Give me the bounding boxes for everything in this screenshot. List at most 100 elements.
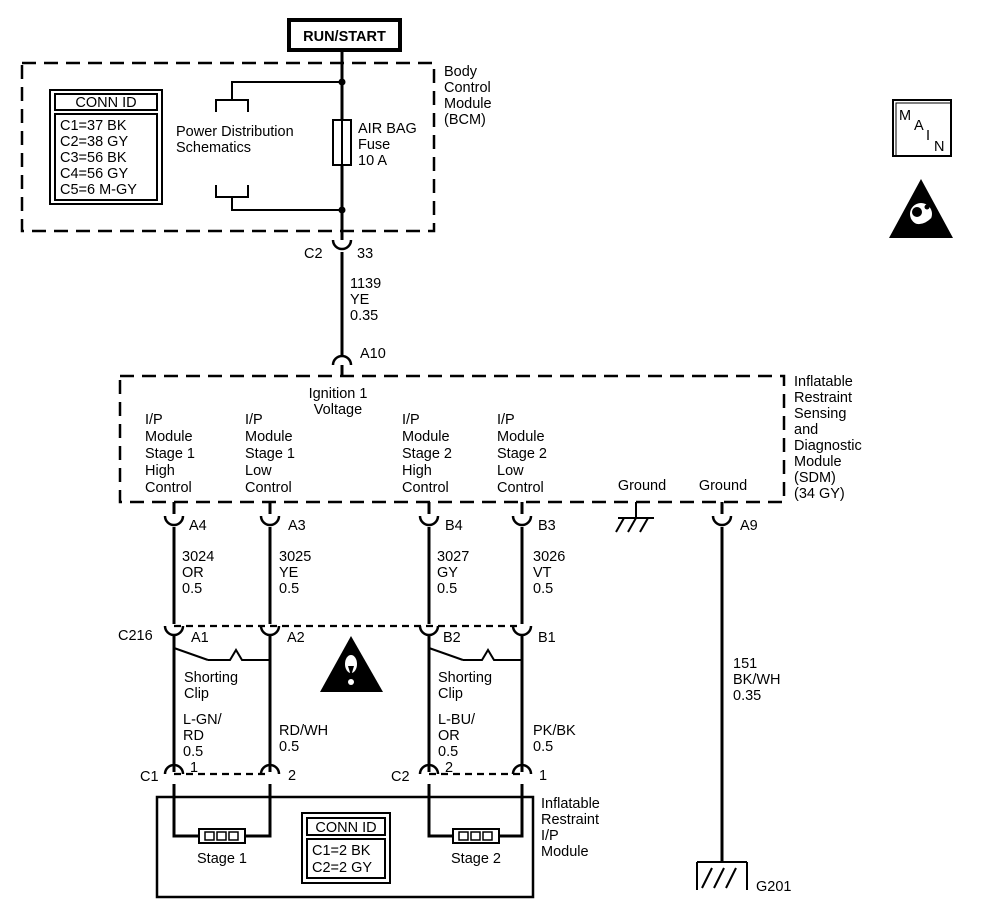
wire-label-line: L-BU/ [438,712,476,728]
fuse-label: Fuse [358,137,390,153]
sdm-name-line: Diagnostic [794,438,862,454]
circuit-label-line: I/P [497,412,515,428]
bcm-conn-line: C4=56 GY [60,166,128,182]
sdm-pin-label: B3 [538,518,556,534]
ground-label: Ground [618,478,666,494]
circuit-label-line: Module [145,429,193,445]
wire-label-line: 0.5 [437,581,457,597]
circuit-label-line: Stage 2 [402,446,452,462]
ip-module-name-line: Module [541,844,589,860]
wire-label-line: OR [182,565,204,581]
sdm-internal-ground: Ground [615,478,666,533]
airbag-warning-icon [889,179,953,238]
module-connector-c2: C2 2 1 [391,760,547,785]
stage-label: Stage 1 [197,851,247,867]
power-dist-label: Schematics [176,140,251,156]
sdm-name-line: and [794,422,818,438]
module-pin-label: 2 [288,768,296,784]
sdm-box [118,374,786,504]
sdm-ground-a9: Ground A9 151 BK/WH 0.35 [699,478,781,862]
run-start-source: RUN/START [287,18,402,52]
c216-pin-label: A2 [287,630,305,646]
wire-label-line: 3026 [533,549,565,565]
module-connector-label: C2 [391,769,410,785]
circuit-label-line: Stage 1 [145,446,195,462]
ip-conn-line: C1=2 BK [312,843,371,859]
wire-label-line: 3024 [182,549,214,565]
main-icon-letter: M [899,108,911,124]
circuit-label-line: Low [245,463,272,479]
bcm-connector-pin: 33 [357,246,373,262]
wire-label-line: 0.5 [279,581,299,597]
fuse-label: AIR BAG [358,121,417,137]
bcm-conn-line: C3=56 BK [60,150,127,166]
bcm-name-line: Control [444,80,491,96]
bcm-connector-name: C2 [304,246,323,262]
ip-module-conn-id-table: CONN ID C1=2 BK C2=2 GY [301,812,391,884]
stage-label: Stage 2 [451,851,501,867]
bcm-name-line: Body [444,64,478,80]
ip-module-name-line: Restraint [541,812,599,828]
sdm-connector-a10: A10 [331,346,386,376]
power-dist-label: Power Distribution [176,124,294,140]
circuit-label-line: I/P [245,412,263,428]
ip-module-box [155,795,535,899]
bcm-name-line: (BCM) [444,112,486,128]
sdm-pin-label: A9 [740,518,758,534]
bcm-conn-line: C1=37 BK [60,118,127,134]
bcm-name-line: Module [444,96,492,112]
ip-module-name: Inflatable Restraint I/P Module [541,796,600,860]
circuit-label-line: Control [245,480,292,496]
sdm-name-line: (SDM) [794,470,836,486]
wire-label-line: 0.35 [350,308,378,324]
module-wires [172,636,524,772]
wire-label-line: 1139 [350,276,381,292]
wire-label-line: 0.5 [533,739,553,755]
module-pin-label: 2 [445,760,453,776]
circuit-label-line: I/P [402,412,420,428]
wire-label-line: 3027 [437,549,469,565]
circuit-label-line: Stage 2 [497,446,547,462]
sdm-name-line: Inflatable [794,374,853,390]
main-icon-letter: N [934,139,944,155]
wire-label-line: 151 [733,656,757,672]
wire-label-line: YE [350,292,370,308]
ip-conn-title: CONN ID [315,820,376,836]
c216-pin-label: B1 [538,630,556,646]
bcm-conn-line: C2=38 GY [60,134,128,150]
sdm-name-line: Sensing [794,406,846,422]
sdm-pin-label: A3 [288,518,306,534]
sdm-circuit-b3: I/P Module Stage 2 Low Control B3 3026 V… [497,412,565,624]
ground-g201: G201 [696,861,791,895]
stage2-deployment-loop: Stage 2 [427,784,524,867]
c216-pin-label: B2 [443,630,461,646]
ip-module-name-line: Inflatable [541,796,600,812]
shorting-clip-label: Shorting [438,670,492,686]
sdm-pin-label: A4 [189,518,207,534]
circuit-label-line: I/P [145,412,163,428]
main-icon: M A I N [892,99,952,157]
module-pin-label: 1 [539,768,547,784]
shorting-clip-label: Clip [438,686,463,702]
ip-module-name-line: I/P [541,828,559,844]
ground-label: Ground [699,478,747,494]
connector-c216: C216 A1 A2 B2 B1 [118,624,556,646]
circuit-label-line: Low [497,463,524,479]
wire-label-line: 0.5 [183,744,203,760]
wire-label-line: RD [183,728,204,744]
bcm-conn-line: C5=6 M-GY [60,182,137,198]
main-icon-letter: A [914,118,924,134]
sdm-name-line: (34 GY) [794,486,845,502]
wire-label-line: GY [437,565,458,581]
bcm-conn-title: CONN ID [75,95,136,111]
bcm-connector-c2: C2 33 [304,239,373,262]
ignition-label: Voltage [314,402,362,418]
wire-label-line: VT [533,565,552,581]
circuit-label-line: Control [402,480,449,496]
module-connector-c1: C1 1 2 [140,760,296,785]
wire-label-line: YE [279,565,299,581]
wire-label-line: 0.5 [279,739,299,755]
circuit-label-line: Control [145,480,192,496]
module-wire-labels: L-GN/ RD 0.5 RD/WH 0.5 L-BU/ OR 0.5 PK/B… [183,712,576,760]
